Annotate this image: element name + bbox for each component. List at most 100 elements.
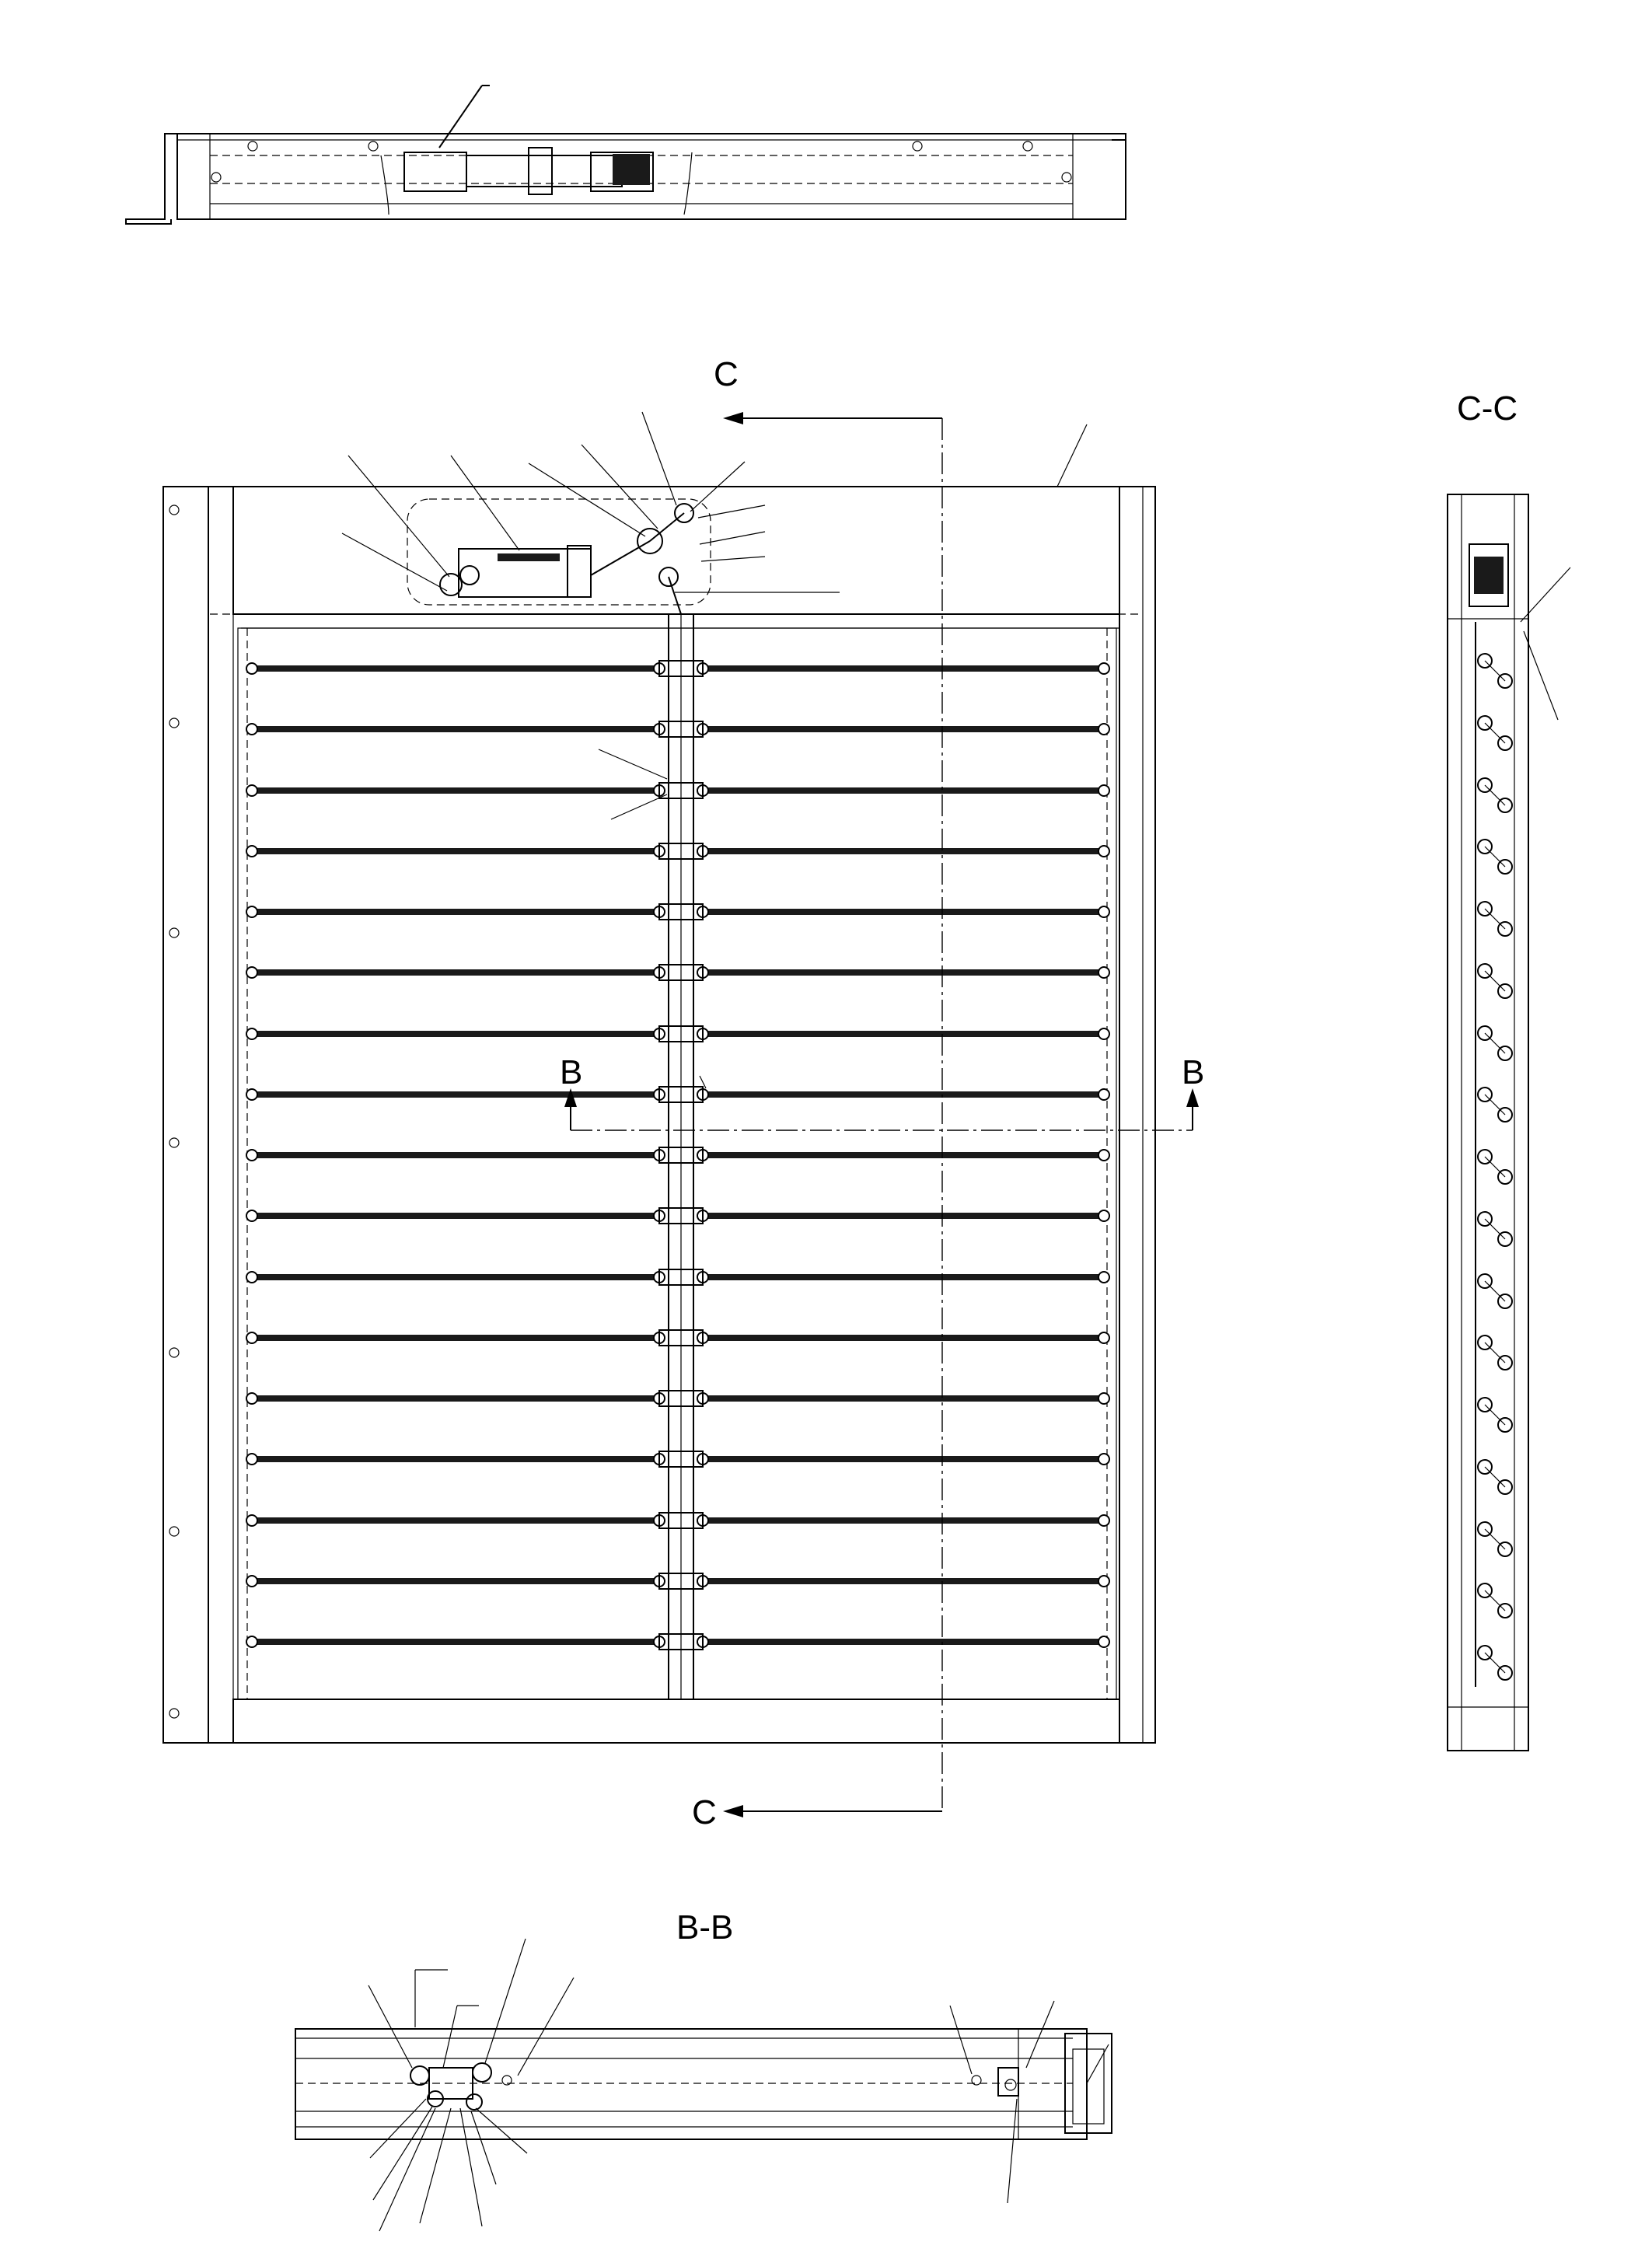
louver-blade	[700, 1274, 1107, 1280]
top-view-actuator	[380, 85, 693, 215]
blade-linkage-clip	[658, 1207, 704, 1224]
blade-pivot	[1098, 1514, 1110, 1527]
blade-pivot	[246, 1271, 258, 1283]
louver-blade	[249, 1639, 662, 1645]
front-actuator	[407, 498, 711, 615]
louver-blade	[700, 1395, 1107, 1402]
blade-pivot	[246, 966, 258, 979]
louver-blade	[700, 1031, 1107, 1037]
side-view-linkages	[1475, 622, 1513, 1687]
louver-blade	[249, 1456, 662, 1462]
blade-pivot	[246, 1575, 258, 1587]
side-link-arm	[1484, 1342, 1506, 1363]
blade-linkage-clip	[658, 1390, 704, 1407]
side-pivot	[1477, 839, 1493, 854]
louver-blades	[246, 660, 1110, 1650]
side-pivot	[1477, 1149, 1493, 1164]
side-pivot	[1477, 963, 1493, 979]
side-link-pin	[1497, 798, 1513, 813]
section-marker-b-right: B	[1182, 1053, 1204, 1091]
blade-pivot	[1098, 1392, 1110, 1405]
side-link-arm	[1484, 1094, 1506, 1116]
blade-linkage-clip	[658, 1451, 704, 1468]
side-link-pin	[1497, 1603, 1513, 1618]
louver-blade	[700, 1517, 1107, 1524]
side-pivot	[1477, 1645, 1493, 1660]
louver-blade	[700, 909, 1107, 915]
front-leader-lines	[341, 411, 1088, 1089]
blade-pivot	[246, 1149, 258, 1161]
blade-pivot	[1098, 662, 1110, 675]
louver-blade	[700, 1639, 1107, 1645]
blade-pivot	[246, 784, 258, 797]
blade-linkage-clip	[658, 782, 704, 799]
side-link-pin	[1497, 1665, 1513, 1681]
blade-pivot	[1098, 723, 1110, 735]
blade-linkage-clip	[658, 1147, 704, 1164]
side-link-pin	[1497, 735, 1513, 751]
louver-blade	[700, 1213, 1107, 1219]
side-link-pin	[1497, 1355, 1513, 1370]
side-link-pin	[1497, 859, 1513, 875]
section-b-title: B-B	[676, 1908, 733, 1947]
blade-pivot	[1098, 1210, 1110, 1222]
blade-linkage-clip	[658, 843, 704, 860]
side-link-arm	[1484, 1652, 1506, 1674]
side-link-arm	[1484, 846, 1506, 868]
side-link-pin	[1497, 1107, 1513, 1123]
side-pivot	[1477, 1397, 1493, 1412]
side-link-arm	[1484, 1590, 1506, 1611]
top-view	[125, 85, 1126, 225]
blade-linkage-clip	[658, 1025, 704, 1042]
side-link-pin	[1497, 1231, 1513, 1247]
louver-blade	[700, 665, 1107, 672]
blade-pivot	[1098, 1636, 1110, 1648]
blade-linkage-clip	[658, 1086, 704, 1103]
blade-pivot	[246, 1636, 258, 1648]
side-pivot	[1477, 1025, 1493, 1041]
louver-blade	[700, 787, 1107, 794]
blade-linkage-clip	[658, 964, 704, 981]
louver-blade	[700, 1335, 1107, 1341]
side-link-pin	[1497, 1541, 1513, 1557]
side-pivot	[1477, 1273, 1493, 1289]
side-link-arm	[1484, 1156, 1506, 1178]
side-link-arm	[1484, 970, 1506, 992]
side-pivot	[1477, 777, 1493, 793]
side-link-arm	[1484, 1280, 1506, 1302]
blade-pivot	[246, 1514, 258, 1527]
louver-blade	[700, 1152, 1107, 1158]
side-link-pin	[1497, 983, 1513, 999]
blade-pivot	[246, 1210, 258, 1222]
frame-mounting-holes	[169, 505, 180, 1719]
side-pivot	[1477, 1335, 1493, 1350]
louver-blade	[249, 1578, 662, 1584]
louver-blade	[249, 1091, 662, 1098]
top-view-bolts	[211, 141, 1072, 183]
section-c-title: C-C	[1457, 389, 1518, 428]
section-b-view: B-B	[295, 1908, 1112, 2232]
side-link-arm	[1484, 722, 1506, 744]
section-c-view: C-C	[1447, 389, 1571, 1751]
louver-blade	[249, 1031, 662, 1037]
louver-blade	[249, 1152, 662, 1158]
louver-blade	[700, 1578, 1107, 1584]
louver-blade	[249, 1274, 662, 1280]
side-link-pin	[1497, 673, 1513, 689]
side-link-arm	[1484, 1032, 1506, 1054]
blade-pivot	[1098, 1332, 1110, 1344]
blade-pivot	[246, 1028, 258, 1040]
side-pivot	[1477, 1087, 1493, 1102]
side-link-pin	[1497, 1046, 1513, 1061]
louver-blade	[700, 1091, 1107, 1098]
side-pivot	[1477, 1459, 1493, 1475]
side-link-pin	[1497, 1479, 1513, 1495]
blade-pivot	[1098, 906, 1110, 918]
section-line-c: C C	[692, 355, 943, 1831]
section-marker-b-left: B	[560, 1053, 582, 1091]
section-marker-c-bottom: C	[692, 1793, 717, 1831]
side-link-arm	[1484, 1404, 1506, 1426]
blade-pivot	[1098, 1271, 1110, 1283]
louver-blade	[700, 726, 1107, 732]
